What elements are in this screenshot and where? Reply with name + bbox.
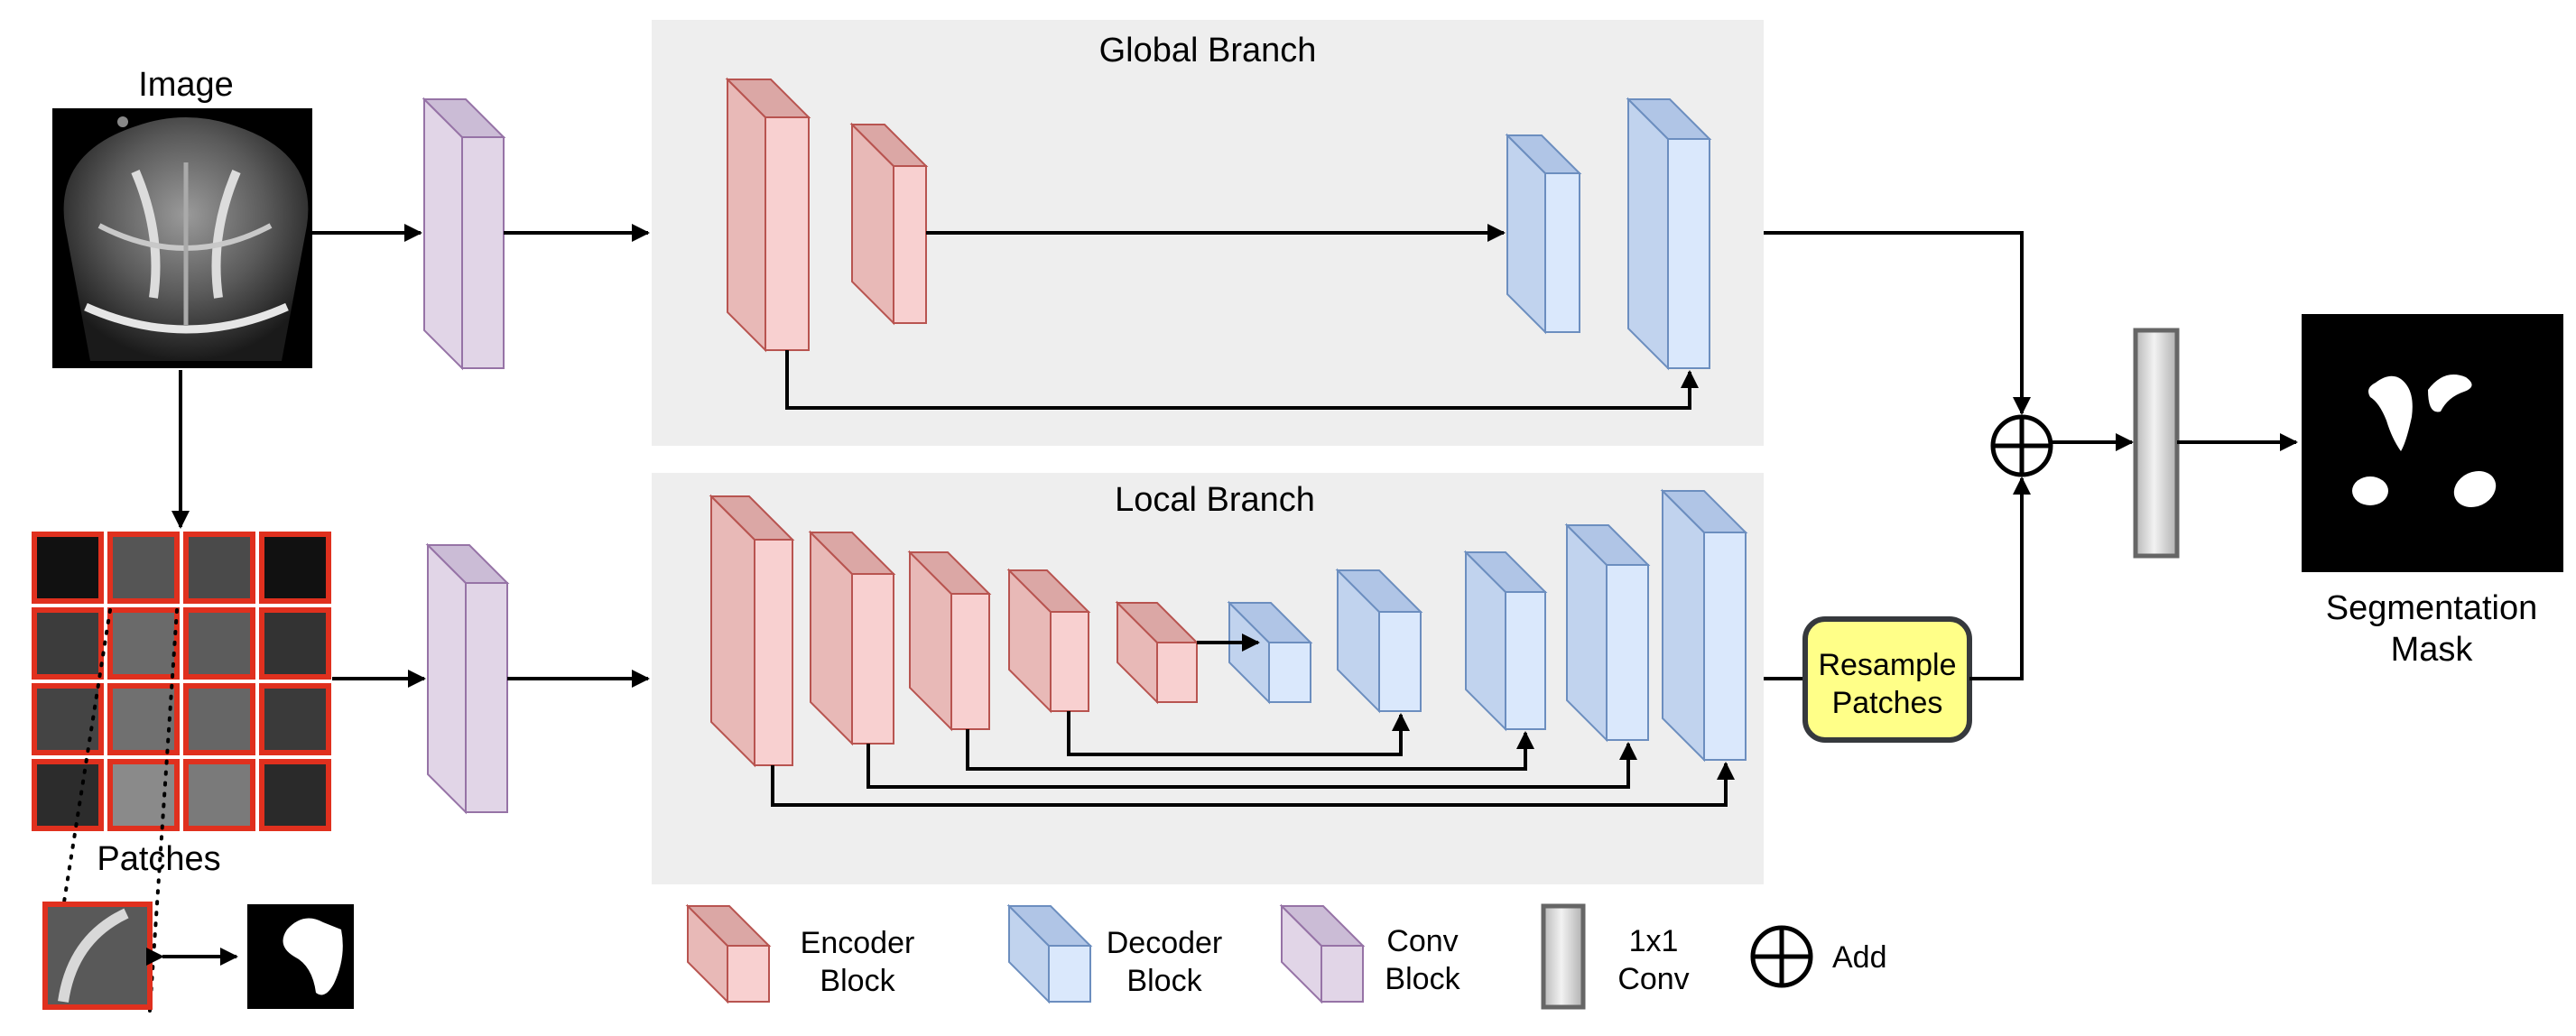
- global-encoder-block-1: [725, 77, 811, 353]
- local-decoder-block-1: [1227, 600, 1313, 705]
- patch-tile: [107, 683, 180, 755]
- add-operator: [1990, 414, 2053, 477]
- conv-block-local: [425, 542, 510, 815]
- legend-conv-line1: Conv: [1386, 924, 1458, 958]
- patch-tile: [183, 683, 255, 755]
- legend-add-swatch: [1750, 925, 1813, 988]
- local-decoder-block-5: [1660, 488, 1748, 763]
- legend-decoder-line1: Decoder: [1107, 926, 1223, 960]
- global-decoder-block-1: [1505, 133, 1582, 335]
- legend-add-label: Add: [1832, 940, 1887, 975]
- zoom-dotted-line: [148, 608, 179, 1013]
- patch-tile: [183, 532, 255, 604]
- global-decoder-block-2: [1626, 97, 1712, 371]
- image-title: Image: [138, 66, 234, 104]
- legend-decoder-swatch: [1006, 903, 1093, 1004]
- local-decoder-block-4: [1564, 523, 1651, 743]
- segmentation-mask-image: [2302, 314, 2563, 572]
- legend-1x1conv-line2: Conv: [1617, 962, 1689, 996]
- local-skip-connection: [966, 729, 1534, 771]
- segmentation-mask-title-line2: Mask: [2391, 631, 2474, 669]
- local-encoder-block-1: [709, 494, 795, 768]
- legend-1x1conv-line1: 1x1: [1629, 924, 1679, 958]
- local-encoder-block-5: [1115, 600, 1200, 705]
- patch-tile: [32, 532, 104, 604]
- legend-1x1conv-swatch: [1541, 903, 1586, 1010]
- local-encoder-block-4: [1006, 568, 1091, 714]
- patch-tile: [259, 607, 331, 680]
- global-branch-title: Global Branch: [1099, 32, 1317, 69]
- local-decoder-block-2: [1335, 568, 1423, 714]
- local-skip-connection: [771, 762, 1735, 807]
- global-encoder-block-2: [849, 122, 929, 326]
- input-ultrasound-image: [52, 108, 312, 368]
- resample-label-line1: Resample: [1818, 648, 1956, 682]
- legend-conv-line2: Block: [1385, 962, 1460, 996]
- legend-conv-swatch: [1279, 903, 1366, 1004]
- resample-label-line2: Patches: [1832, 686, 1943, 720]
- patch-tile: [32, 607, 104, 680]
- patch-tile: [107, 532, 180, 604]
- segmentation-mask-title-line1: Segmentation: [2326, 589, 2538, 627]
- arrow-resample-to-add: [1969, 476, 2031, 680]
- legend-decoder-line2: Block: [1126, 964, 1202, 998]
- global-skip-connection: [785, 350, 1699, 410]
- arrow-global-to-add: [1764, 231, 2031, 415]
- legend-encoder-swatch: [685, 903, 772, 1004]
- patches-grid: [32, 532, 331, 831]
- resample-patches-box: Resample Patches: [1802, 616, 1972, 743]
- patch-tile: [32, 683, 104, 755]
- local-encoder-block-2: [808, 530, 896, 746]
- local-encoder-block-3: [907, 550, 992, 732]
- patch-tile: [259, 759, 331, 831]
- local-skip-connection: [1067, 711, 1410, 756]
- local-branch-title: Local Branch: [1115, 481, 1315, 519]
- local-decoder-block-3: [1463, 550, 1548, 732]
- patch-tile: [32, 759, 104, 831]
- patch-tile: [107, 607, 180, 680]
- conv-block-global: [422, 97, 506, 371]
- zoomed-patch-mask: [247, 904, 354, 1009]
- legend-encoder-line1: Encoder: [801, 926, 915, 960]
- patch-tile: [259, 683, 331, 755]
- patch-tile: [183, 759, 255, 831]
- local-skip-connection: [866, 742, 1637, 789]
- legend-encoder-line2: Block: [820, 964, 895, 998]
- zoomed-patch: [42, 902, 153, 1010]
- conv-1x1-block: [2133, 328, 2180, 559]
- legend: Encoder Block Decoder Block Conv Block 1…: [685, 903, 1887, 1010]
- patch-tile: [183, 607, 255, 680]
- patch-tile: [259, 532, 331, 604]
